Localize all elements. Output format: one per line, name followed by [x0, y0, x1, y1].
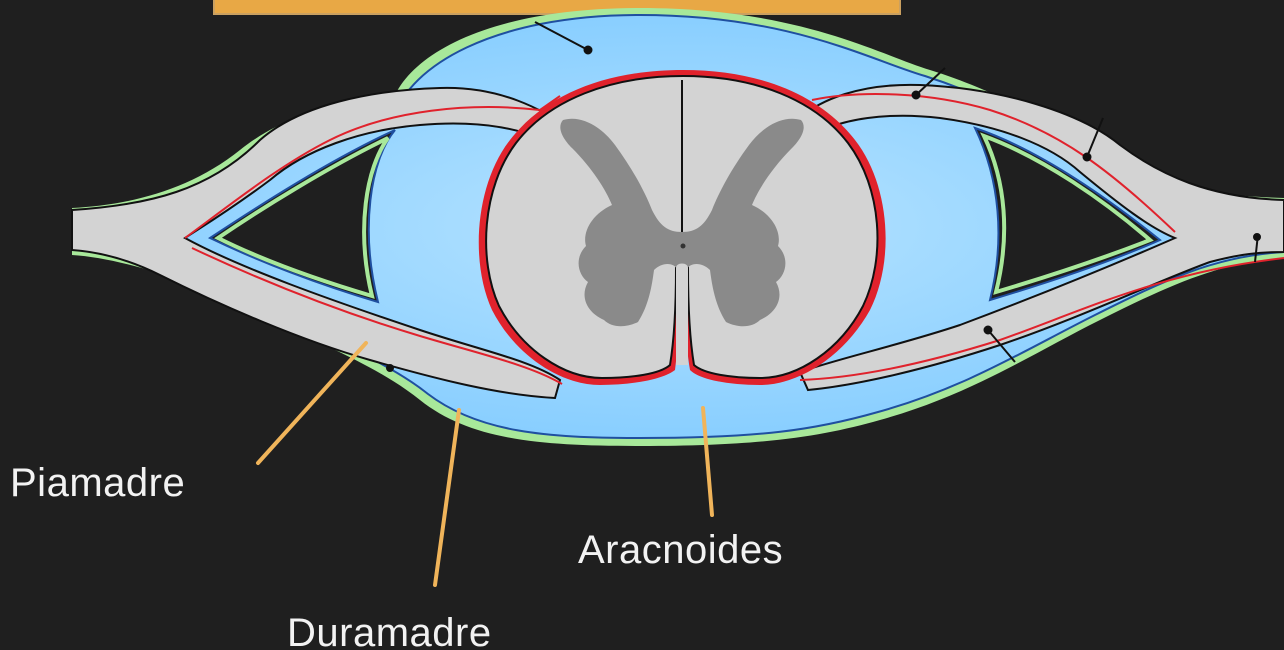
central-canal — [681, 244, 686, 249]
label-duramadre: Duramadre — [287, 613, 492, 650]
duramadre-leader — [435, 410, 459, 585]
piamadre-leader — [258, 343, 366, 463]
central-gap — [676, 264, 688, 366]
label-piamadre: Piamadre — [10, 463, 185, 503]
label-aracnoides: Aracnoides — [578, 530, 783, 570]
title-banner — [214, 0, 900, 14]
